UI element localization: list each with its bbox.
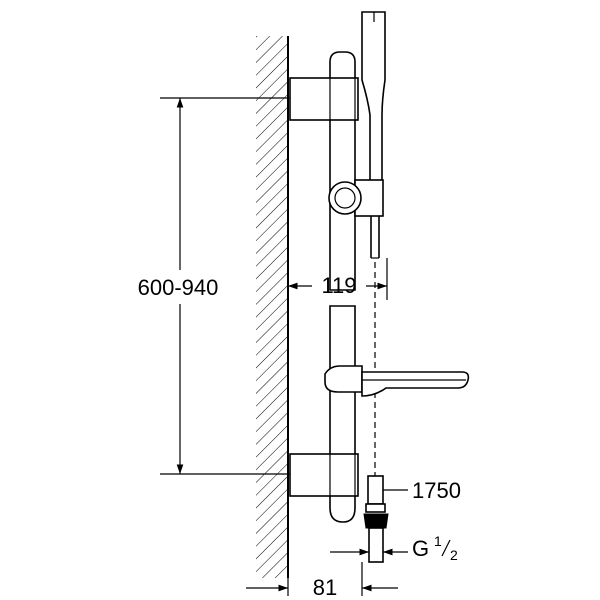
dimension-label-81: 81 <box>313 575 337 600</box>
dimension-600-940: 600-940 <box>138 97 290 475</box>
thread-fraction-denominator: 2 <box>450 547 458 563</box>
upper-wall-bracket <box>289 77 359 121</box>
dimension-81: 81 <box>246 560 398 600</box>
dimension-label-119: 119 <box>321 273 356 298</box>
dimension-label-1750: 1750 <box>412 478 461 503</box>
dimension-119: 119 <box>288 258 388 300</box>
dimension-1750: 1750 <box>383 478 461 503</box>
thread-spec: G 1 2 <box>330 533 458 563</box>
hand-shower <box>361 11 386 259</box>
thread-label-prefix: G <box>412 536 429 561</box>
shower-holder <box>328 179 384 217</box>
lower-wall-bracket <box>289 453 359 497</box>
wall <box>256 36 289 578</box>
shower-shelf <box>324 365 470 397</box>
hose-connector <box>363 475 389 563</box>
dimension-label-600-940: 600-940 <box>138 275 219 300</box>
thread-fraction-numerator: 1 <box>434 533 442 549</box>
